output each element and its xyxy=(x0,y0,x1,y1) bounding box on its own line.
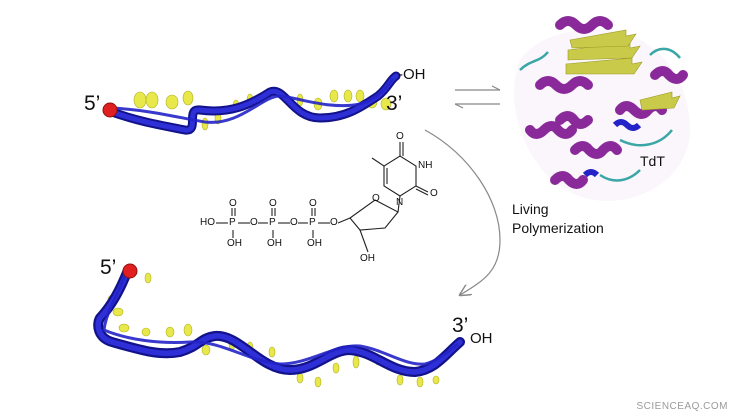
atom-n: N xyxy=(396,197,404,208)
atom-o-base-right: O xyxy=(430,188,438,199)
nucleotide-base xyxy=(182,90,194,106)
atom-oh2: OH xyxy=(267,238,282,249)
nucleotide-base xyxy=(355,89,365,103)
nucleotide-base xyxy=(343,89,353,103)
atom-oh3: OH xyxy=(307,238,322,249)
nucleotide-base xyxy=(144,272,152,284)
bottom-strand-backbone xyxy=(93,265,465,378)
atom-oh1: OH xyxy=(227,238,242,249)
nucleotide-base xyxy=(332,362,340,374)
nucleotide-base xyxy=(396,374,404,386)
top-5prime-terminus xyxy=(102,102,118,118)
nucleotide-base xyxy=(201,117,209,131)
bottom-dna-strand xyxy=(93,263,465,388)
nucleotide-base xyxy=(296,372,304,384)
bottom-5prime-terminus xyxy=(122,263,138,279)
equilibrium-arrows xyxy=(454,85,501,109)
nucleotide-base xyxy=(380,97,392,111)
nucleotide-base xyxy=(183,323,193,337)
nucleotide-base xyxy=(112,307,124,317)
nucleotide-base xyxy=(133,91,147,109)
nucleotide-base xyxy=(201,344,211,356)
atom-o-ring: O xyxy=(372,193,380,204)
atom-ho: HO xyxy=(200,217,215,228)
atom-o1-top: O xyxy=(229,198,237,209)
nucleotide-base xyxy=(165,326,175,338)
atom-o-base-top: O xyxy=(396,131,404,142)
bottom-5prime-label: 5’ xyxy=(100,256,117,279)
nucleotide-base xyxy=(165,94,179,110)
atom-p2: P xyxy=(269,217,276,228)
nucleotide-base xyxy=(314,376,322,388)
nucleotide-base xyxy=(329,89,339,103)
atom-o-bridge1: O xyxy=(250,217,258,228)
atom-o3-top: O xyxy=(309,198,317,209)
atom-nh: NH xyxy=(418,160,433,171)
top-3prime-label: 3’ xyxy=(386,92,403,115)
nucleotide-base xyxy=(141,327,151,337)
nucleotide-base xyxy=(352,355,360,369)
bottom-3prime-label: 3’ xyxy=(452,314,469,337)
atom-p3: P xyxy=(309,217,316,228)
tdt-label: TdT xyxy=(640,153,665,169)
nucleotide-base xyxy=(416,376,424,388)
atom-o-bridge2: O xyxy=(290,217,298,228)
process-label-line2: Polymerization xyxy=(512,220,604,236)
watermark: SCIENCEAQ.COM xyxy=(636,401,728,412)
bottom-hydroxyl-label: OH xyxy=(470,330,493,347)
atom-p1: P xyxy=(229,217,236,228)
dttp-structure xyxy=(216,142,429,253)
nucleotide-base xyxy=(432,375,440,385)
polymerization-arrow xyxy=(424,129,501,295)
atom-o-bridge3: O xyxy=(330,217,338,228)
nucleotide-base xyxy=(268,346,276,358)
nucleotide-base xyxy=(145,91,159,109)
process-label-line1: Living xyxy=(512,201,549,217)
nucleotide-base xyxy=(118,323,130,333)
top-dna-strand xyxy=(102,71,401,135)
top-hydroxyl-label: -OH xyxy=(398,66,426,83)
atom-o2-top: O xyxy=(269,198,277,209)
tdt-enzyme-structure xyxy=(514,16,690,201)
atom-oh-sugar: OH xyxy=(360,253,375,264)
top-5prime-label: 5’ xyxy=(84,92,101,115)
